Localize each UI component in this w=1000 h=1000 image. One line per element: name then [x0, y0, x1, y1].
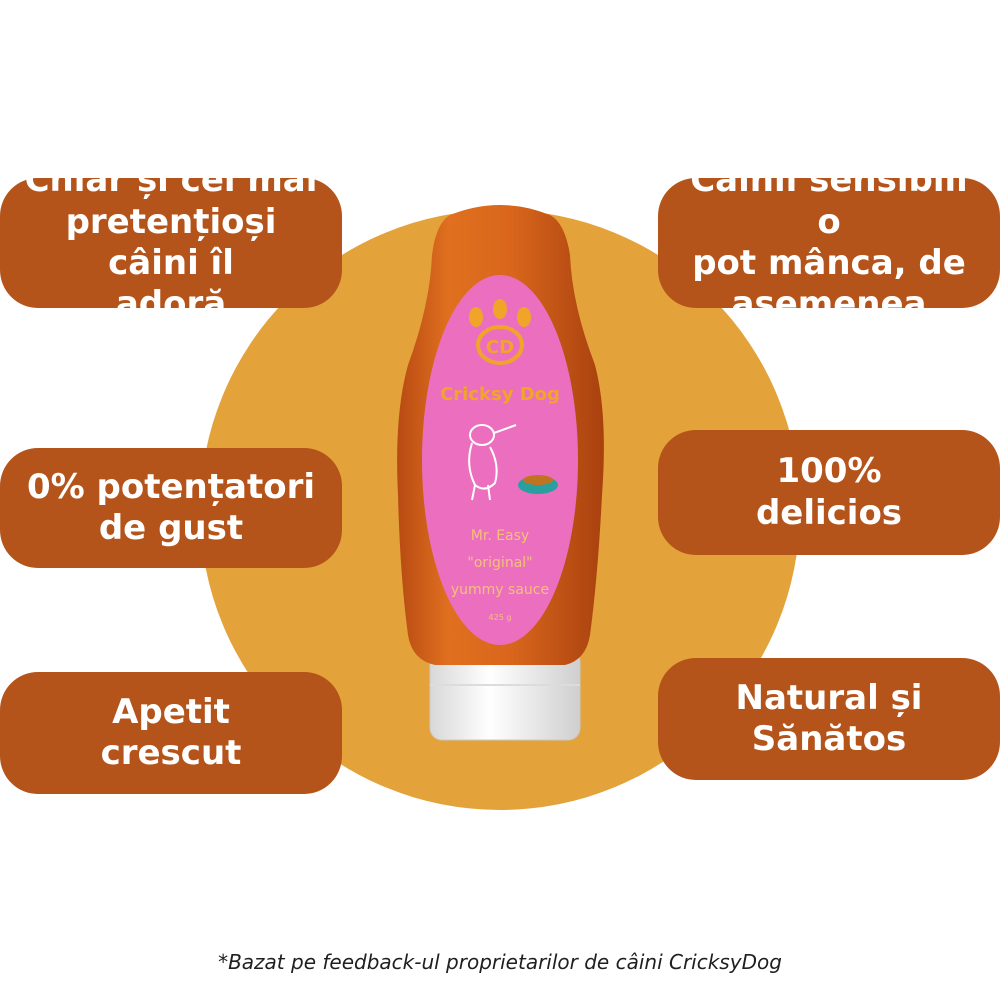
- product-label: [422, 275, 578, 645]
- benefit-text-line: asemenea: [731, 284, 927, 325]
- product-line-name: Mr. Easy: [471, 528, 529, 544]
- benefit-text-line: crescut: [100, 733, 242, 773]
- benefit-text-line: 0% potențatori: [26, 466, 315, 507]
- benefit-text-line: Natural și: [735, 677, 923, 718]
- benefit-delicious: 100% delicios: [658, 430, 1000, 555]
- benefit-text-line: adoră: [115, 284, 227, 325]
- product-line-variant: "original": [467, 555, 532, 571]
- benefit-text-line: Apetit: [112, 691, 230, 732]
- benefit-text-line: de gust: [98, 508, 244, 548]
- benefit-text-line: 100%: [776, 451, 882, 492]
- benefit-text-line: pretențioși câini îl: [65, 201, 277, 283]
- benefit-picky-dogs: Chiar și cei mai pretențioși câini îl ad…: [0, 160, 342, 324]
- sauce-bottle-image: CD Cricksy Dog Mr. Easy "original" yummy…: [397, 205, 604, 741]
- benefit-text-line: delicios: [755, 492, 903, 533]
- dog-illustration-icon: [468, 424, 517, 501]
- benefit-natural-healthy: Natural și Sănătos: [658, 658, 1000, 780]
- benefit-text-line: Sănătos: [751, 719, 907, 759]
- benefit-increased-appetite: Apetit crescut: [0, 672, 342, 794]
- product-weight: 425 g: [489, 613, 512, 622]
- food-bowl-icon: [518, 475, 558, 494]
- benefit-no-flavor-enhancers: 0% potențatori de gust: [0, 448, 342, 568]
- logo-initials: CD: [486, 337, 514, 358]
- paw-logo-icon: [469, 299, 531, 365]
- footnote: *Bazat pe feedback-ul proprietarilor de …: [218, 950, 782, 974]
- brand-name: Cricksy Dog: [440, 384, 560, 405]
- benefit-text-line: Câinii sensibili o: [690, 160, 968, 242]
- benefit-sensitive-dogs: Câinii sensibili o pot mânca, de asemene…: [658, 160, 1000, 324]
- benefit-text-line: Chiar și cei mai: [24, 160, 318, 201]
- product-line-type: yummy sauce: [451, 582, 549, 598]
- benefit-text-line: pot mânca, de: [692, 243, 966, 283]
